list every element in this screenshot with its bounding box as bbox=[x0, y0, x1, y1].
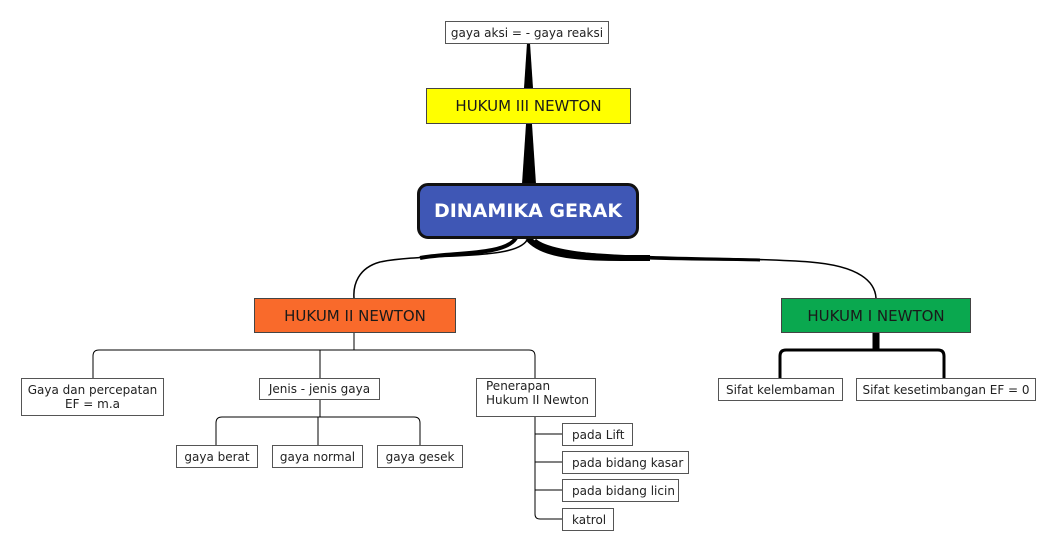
jenis-gaya-node[interactable]: Jenis - jenis gaya bbox=[259, 378, 380, 400]
hukum1-node[interactable]: HUKUM I NEWTON bbox=[781, 298, 971, 333]
gaya-percepatan-line2: EF = m.a bbox=[64, 397, 121, 411]
pada-bidang-kasar-node[interactable]: pada bidang kasar bbox=[562, 451, 689, 474]
connector-hukum1-children bbox=[778, 333, 946, 378]
hukum3-note[interactable]: gaya aksi = - gaya reaksi bbox=[445, 21, 609, 44]
gaya-percepatan-line1: Gaya dan percepatan bbox=[27, 383, 158, 397]
connector-hukum3-note bbox=[524, 43, 533, 88]
sifat-kelembaman-node[interactable]: Sifat kelembaman bbox=[718, 378, 843, 401]
katrol-node[interactable]: katrol bbox=[562, 508, 614, 531]
connector-central-hukum1 bbox=[527, 237, 877, 299]
gaya-berat-node[interactable]: gaya berat bbox=[176, 445, 258, 468]
penerapan-line1: Penerapan bbox=[486, 379, 551, 393]
gaya-normal-node[interactable]: gaya normal bbox=[272, 445, 363, 468]
sifat-kesetimbangan-node[interactable]: Sifat kesetimbangan EF = 0 bbox=[856, 378, 1036, 401]
connector-central-hukum2 bbox=[353, 237, 529, 299]
gaya-gesek-node[interactable]: gaya gesek bbox=[377, 445, 463, 468]
penerapan-node[interactable]: Penerapan Hukum II Newton bbox=[476, 378, 596, 417]
gaya-percepatan-node[interactable]: Gaya dan percepatan EF = m.a bbox=[21, 378, 164, 416]
connector-penerapan-children bbox=[534, 417, 562, 520]
connector-jenis-children bbox=[215, 400, 421, 445]
connector-hukum2-children bbox=[92, 333, 536, 378]
hukum3-node[interactable]: HUKUM III NEWTON bbox=[426, 88, 631, 124]
connector-central-hukum3 bbox=[522, 124, 536, 184]
central-node[interactable]: DINAMIKA GERAK bbox=[417, 183, 639, 239]
pada-bidang-licin-node[interactable]: pada bidang licin bbox=[562, 479, 679, 502]
pada-lift-node[interactable]: pada Lift bbox=[562, 423, 633, 446]
hukum2-node[interactable]: HUKUM II NEWTON bbox=[254, 298, 456, 333]
penerapan-line2: Hukum II Newton bbox=[486, 393, 590, 407]
